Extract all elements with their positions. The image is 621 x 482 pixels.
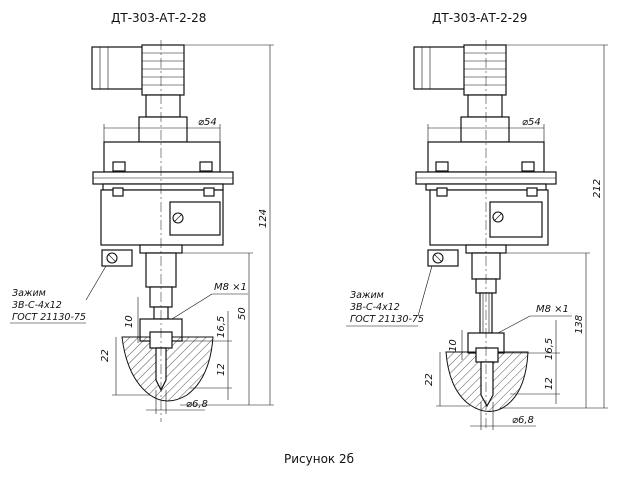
left-dim-d6-8: ⌀6,8 [186,399,208,410]
right-clamp-label-3: ГОСТ 21130-75 [350,314,424,325]
left-clamp-label-1: Зажим [12,288,46,299]
right-dim-d54: ⌀54 [522,117,541,128]
left-dim-d54: ⌀54 [198,117,217,128]
left-clamp-label-2: 3В-С-4х12 [12,300,62,311]
figure-caption: Рисунок 2б [284,452,354,466]
left-housing [92,141,234,246]
right-clamp [427,249,459,267]
left-connector [91,44,188,143]
right-dim-22: 22 [424,373,435,386]
left-dim-22: 22 [100,349,111,362]
right-dim-12: 12 [544,377,555,390]
right-connector [413,44,510,143]
left-thread-label: М8 ×1 [214,282,247,293]
left-tip-section [121,336,214,402]
right-housing [415,141,557,246]
left-dim-50: 50 [237,307,248,320]
right-dim-212: 212 [592,179,603,198]
left-dim-124: 124 [258,209,269,228]
left-view: ДТ-303-АТ-2-28 [10,11,274,422]
right-clamp-label-1: Зажим [350,290,384,301]
left-clamp-label-3: ГОСТ 21130-75 [12,312,86,323]
left-title: ДТ-303-АТ-2-28 [111,11,206,25]
right-dim-16-5: 16,5 [544,338,555,360]
left-dim-10: 10 [124,315,135,328]
right-dim-138: 138 [574,315,585,334]
right-dim-d6-8: ⌀6,8 [512,415,534,426]
right-thread-label: М8 ×1 [536,304,569,315]
right-clamp-label-2: 3В-С-4х12 [350,302,400,313]
right-view: ДТ-303-АТ-2-29 [346,11,608,430]
left-dim-16-5: 16,5 [216,316,227,338]
right-title: ДТ-303-АТ-2-29 [432,11,527,25]
right-dim-10: 10 [448,339,459,352]
left-clamp [101,249,133,267]
left-dim-12: 12 [216,363,227,376]
